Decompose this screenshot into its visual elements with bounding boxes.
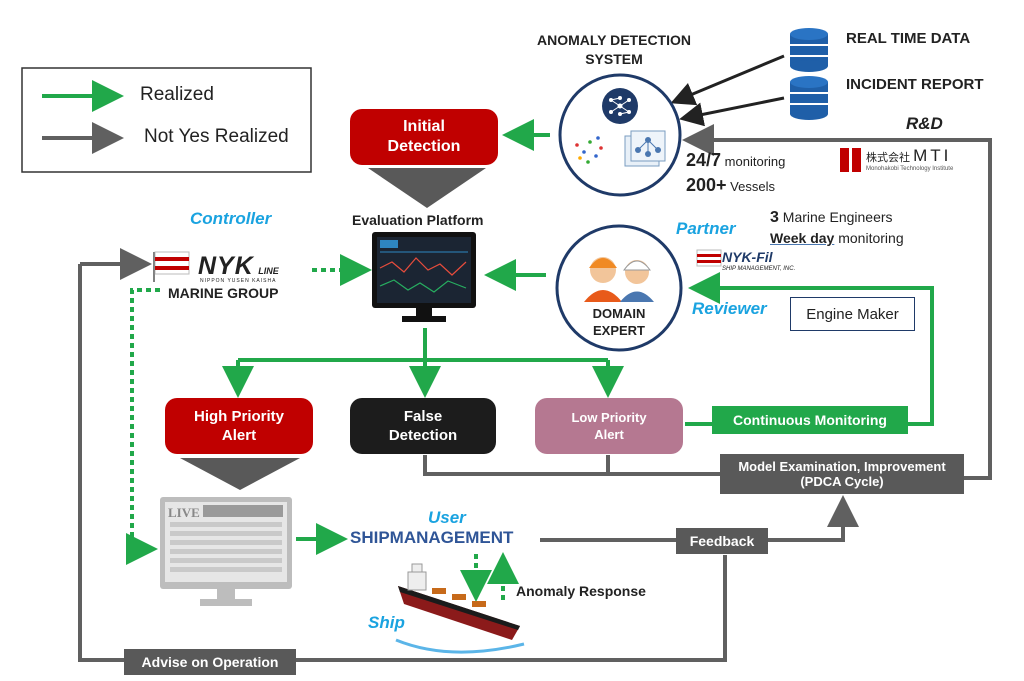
legend-box: [21, 67, 312, 173]
database-icon: [790, 28, 828, 72]
database-icon: [790, 76, 828, 120]
continuous-loop-arrow: [688, 272, 934, 426]
feedback-label: Feedback: [676, 528, 768, 554]
evaluation-platform-label: Evaluation Platform: [352, 212, 484, 228]
mti-logo-icon: [840, 148, 861, 172]
initial-funnel: [368, 168, 486, 208]
user-label: User: [428, 508, 466, 527]
nyk-fil-logo: NYK-Fil: [722, 249, 773, 265]
engine-maker-box: Engine Maker: [790, 297, 915, 331]
marine-group-label: MARINE GROUP: [168, 285, 279, 301]
nyk-line-subtitle: NIPPON YUSEN KAISHA: [200, 278, 277, 284]
domain-expert-circle: [555, 224, 683, 352]
mti-company: 株式会社 MTI: [866, 146, 952, 165]
legend-not-realized-label: Not Yes Realized: [144, 126, 289, 147]
reviewer-label: Reviewer: [692, 299, 767, 318]
incident-report-label: INCIDENT REPORT: [846, 76, 984, 93]
realtime-data-label: REAL TIME DATA: [846, 30, 971, 47]
monitor-icon: [372, 232, 476, 322]
low-priority-alert-box: Low Priority Alert: [535, 398, 683, 454]
feedback-to-model-arrow: [768, 495, 859, 542]
model-examination-box: Model Examination, Improvement (PDCA Cyc…: [720, 454, 964, 494]
vessels-stat: 200+ Vessels: [686, 175, 775, 195]
model-to-system-arrow: [682, 124, 992, 480]
graph-icon: [624, 130, 666, 167]
mti-subtitle: Monohakobi Technology Institute: [866, 166, 954, 172]
partner-label: Partner: [676, 219, 736, 238]
shipmanagement-label: SHIPMANAGEMENT: [350, 528, 514, 547]
live-monitor-icon: [160, 497, 292, 606]
anomaly-response-label: Anomaly Response: [516, 583, 646, 599]
initial-detection-box: Initial Detection: [350, 109, 498, 165]
ship-icon: [395, 563, 525, 654]
ship-label: Ship: [368, 613, 405, 632]
legend-realized-label: Realized: [140, 84, 214, 105]
rd-label: R&D: [906, 114, 943, 133]
false-detection-box: False Detection: [350, 398, 496, 454]
nyk-fil-subtitle: SHIP MANAGEMENT, INC.: [722, 266, 796, 272]
weekday-text: Week day monitoring: [770, 230, 904, 246]
incident-to-system-arrow: [679, 96, 785, 127]
high-priority-alert-box: High Priority Alert: [165, 398, 313, 454]
high-priority-funnel: [180, 458, 300, 490]
system-title: ANOMALY DETECTION SYSTEM: [536, 32, 691, 67]
live-label: LIVE: [168, 505, 200, 520]
advise-on-operation-label: Advise on Operation: [124, 649, 296, 675]
nyk-line-logo: NYK LINE: [198, 252, 279, 280]
realtime-to-system-arrow: [670, 54, 785, 106]
continuous-monitoring-label: Continuous Monitoring: [712, 406, 908, 434]
engineers-text: 3 Marine Engineers: [770, 209, 893, 226]
domain-expert-label: DOMAIN EXPERT: [592, 306, 646, 338]
engineers-icon: [584, 257, 654, 302]
flag-icon: [153, 251, 190, 282]
scatter-icon: [575, 136, 603, 164]
nyk-to-live-dotted: [126, 288, 160, 565]
monitoring-stat: 24/7 monitoring: [686, 150, 786, 170]
flag-icon: [696, 249, 722, 267]
controller-label: Controller: [190, 209, 272, 228]
